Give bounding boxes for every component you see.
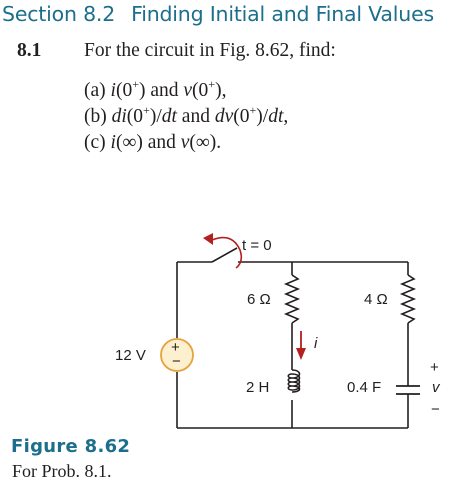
source-plus: + xyxy=(171,339,180,356)
problem-part-b: (b) di(0+)/dt and dv(0+)/dt, xyxy=(84,103,289,127)
problem-number: 8.1 xyxy=(17,40,42,61)
section-title: Finding Initial and Final Values xyxy=(131,2,434,26)
switch xyxy=(203,233,243,269)
current-label: i xyxy=(314,335,318,352)
switch-arrow-icon xyxy=(211,236,243,269)
figure-caption: For Prob. 8.1. xyxy=(12,461,112,481)
source-label: 12 V xyxy=(115,347,146,364)
resistor-6ohm xyxy=(283,274,301,324)
section-number: Section 8.2 xyxy=(2,2,116,26)
resistor-4ohm-label: 4 Ω xyxy=(364,291,388,308)
switch-label: t = 0 xyxy=(242,237,272,254)
voltage-plus: + xyxy=(430,359,439,376)
voltage-label: v xyxy=(432,379,441,396)
section-header: Section 8.2 Finding Initial and Final Val… xyxy=(2,2,472,26)
problem-statement: For the circuit in Fig. 8.62, find: xyxy=(84,40,336,61)
capacitor-0.4F xyxy=(396,385,420,395)
problem-part-a: (a) i(0+) and v(0+), xyxy=(84,77,227,101)
figure-label: Figure 8.62 xyxy=(11,436,131,457)
switch-arrowhead-icon xyxy=(203,233,213,245)
inductor-2H xyxy=(287,369,301,393)
problem-part-c: (c) i(∞) and v(∞). xyxy=(84,132,222,153)
resistor-6ohm-label: 6 Ω xyxy=(247,291,271,308)
circuit-wires xyxy=(176,261,409,429)
capacitor-label: 0.4 F xyxy=(347,379,381,396)
source-minus: − xyxy=(172,353,181,370)
voltage-minus: − xyxy=(431,401,440,418)
current-arrowhead-icon xyxy=(296,348,306,360)
resistor-4ohm xyxy=(399,274,417,324)
voltage-source xyxy=(160,338,194,372)
inductor-label: 2 H xyxy=(246,379,269,396)
